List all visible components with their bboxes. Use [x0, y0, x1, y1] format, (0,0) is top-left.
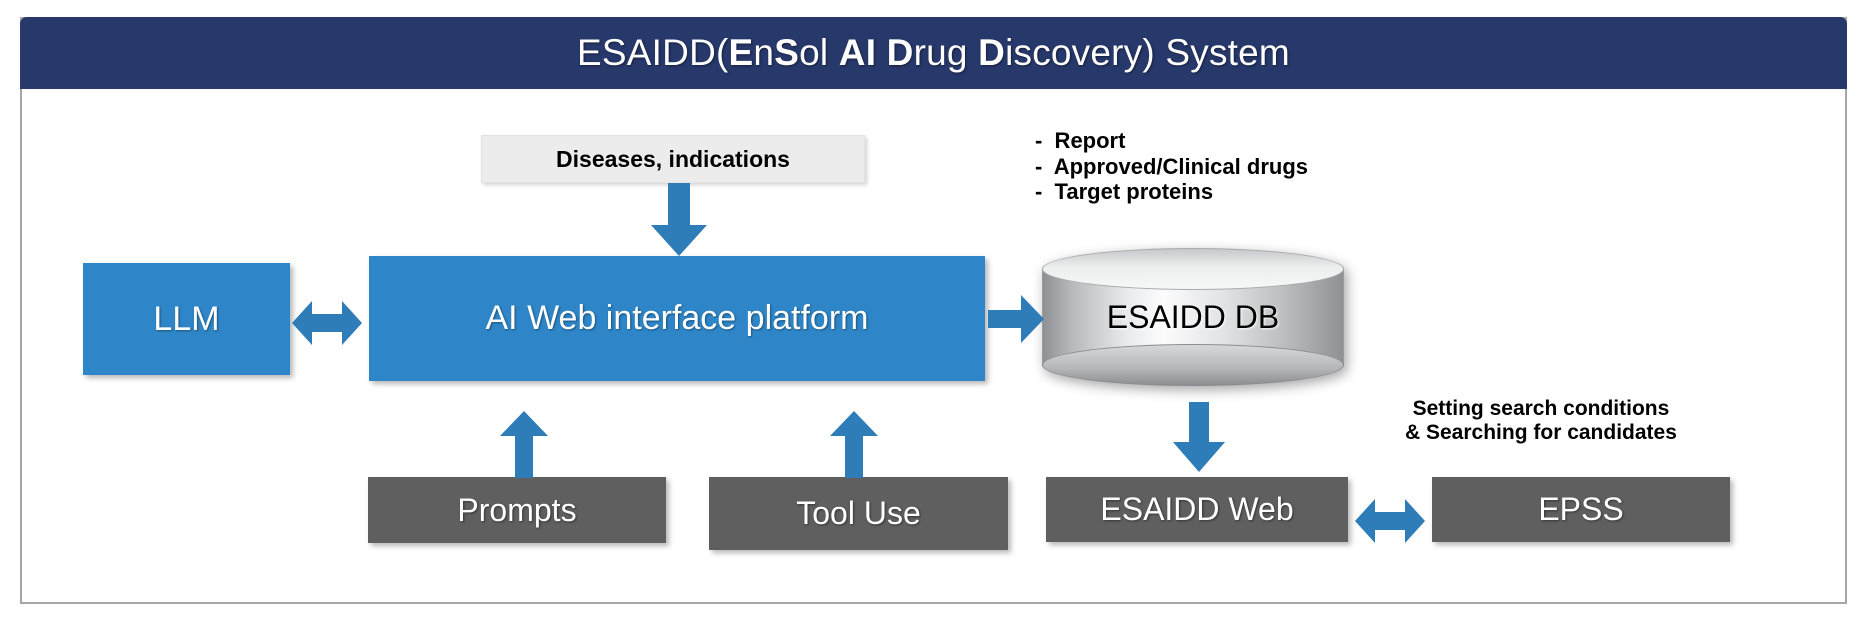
node-epss[interactable]: EPSS: [1432, 477, 1730, 542]
db-outputs-annotation: - Report - Approved/Clinical drugs - Tar…: [1035, 128, 1308, 205]
title-segment: iscovery) System: [1005, 32, 1290, 73]
node-label: Diseases, indications: [556, 145, 790, 172]
arrow-diseases-to-platform-icon: [651, 183, 707, 256]
node-label: AI Web interface platform: [485, 299, 869, 337]
title-segment-bold: D: [886, 32, 914, 73]
page-title: ESAIDD(EnSol AI Drug Discovery) System: [577, 32, 1290, 74]
node-label: LLM: [153, 299, 220, 338]
node-ai-web-interface-platform[interactable]: AI Web interface platform: [369, 256, 985, 381]
arrow-llm-to-platform-icon: [292, 301, 362, 345]
node-label: Tool Use: [796, 495, 921, 531]
node-prompts[interactable]: Prompts: [368, 477, 666, 543]
title-bar: ESAIDD(EnSol AI Drug Discovery) System: [20, 17, 1847, 89]
arrow-esaidd-web-to-epss-icon: [1355, 499, 1425, 543]
node-label: ESAIDD DB: [1106, 298, 1280, 335]
database-cylinder-top: [1042, 248, 1344, 290]
title-segment: ol: [799, 32, 839, 73]
node-esaidd-web[interactable]: ESAIDD Web: [1046, 477, 1348, 542]
title-segment-bold: E: [728, 32, 754, 73]
title-segment: rug: [913, 32, 979, 73]
arrow-tool-use-to-platform-icon: [830, 411, 878, 478]
title-segment: n: [753, 32, 775, 73]
title-segment-bold: AI: [838, 32, 887, 73]
title-segment-bold: D: [978, 32, 1006, 73]
node-label: Prompts: [457, 491, 577, 528]
title-segment: ESAIDD(: [577, 32, 729, 73]
database-cylinder-bottom: [1042, 344, 1344, 386]
arrow-platform-to-database-icon: [988, 295, 1044, 343]
title-segment-bold: S: [774, 32, 800, 73]
arrow-database-to-esaidd-web-icon: [1173, 402, 1225, 472]
arrow-prompts-to-platform-icon: [500, 411, 548, 478]
node-llm[interactable]: LLM: [83, 263, 290, 375]
node-esaidd-db[interactable]: ESAIDD DB: [1042, 248, 1344, 386]
node-diseases-indications[interactable]: Diseases, indications: [481, 135, 865, 183]
node-tool-use[interactable]: Tool Use: [709, 477, 1008, 550]
node-label: ESAIDD Web: [1100, 491, 1294, 527]
search-conditions-annotation: Setting search conditions & Searching fo…: [1405, 397, 1677, 445]
node-label: EPSS: [1538, 491, 1624, 527]
